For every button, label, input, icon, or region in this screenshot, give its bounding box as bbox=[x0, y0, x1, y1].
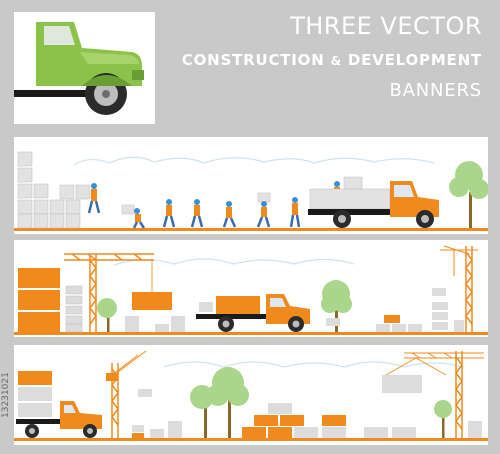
block-stack-icon bbox=[17, 151, 91, 229]
crane-icon bbox=[440, 245, 478, 332]
title-line-1: THREE VECTOR bbox=[290, 12, 482, 40]
banner-development bbox=[14, 345, 488, 445]
orange-truck-icon bbox=[196, 294, 310, 332]
tree-icon bbox=[321, 280, 352, 332]
worker-icon bbox=[87, 181, 344, 229]
tree-icon bbox=[434, 400, 452, 438]
title-line-3: BANNERS bbox=[389, 80, 482, 101]
crane-icon bbox=[64, 253, 154, 332]
tree-icon bbox=[97, 298, 117, 332]
banner-cranes bbox=[14, 240, 488, 337]
banner-workers bbox=[14, 137, 488, 234]
title-construction: CONSTRUCTION bbox=[181, 51, 325, 69]
orange-truck-icon bbox=[308, 176, 439, 228]
title-ampersand: & bbox=[330, 54, 342, 68]
tree-icon bbox=[190, 367, 249, 438]
orange-truck-icon bbox=[16, 401, 102, 438]
green-truck-icon bbox=[14, 22, 144, 115]
title-development: DEVELOPMENT bbox=[347, 51, 482, 69]
green-truck-panel bbox=[14, 12, 155, 124]
tree-icon bbox=[449, 161, 488, 228]
stock-id: 13231021 bbox=[1, 372, 11, 418]
crane-icon bbox=[385, 351, 484, 438]
title-line-2: CONSTRUCTION & DEVELOPMENT bbox=[182, 51, 482, 69]
